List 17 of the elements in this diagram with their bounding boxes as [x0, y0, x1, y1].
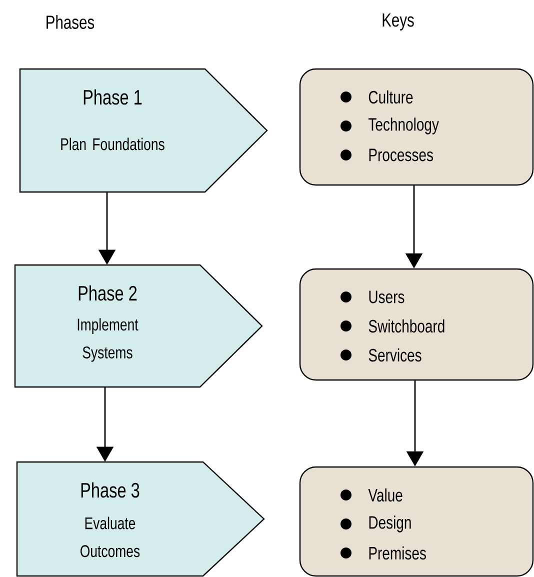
phase-description: Plan Foundations: [61, 138, 164, 150]
bullet-item: Value: [340, 488, 402, 502]
bullet-item: Technology: [340, 118, 439, 134]
phase-description: Implement Systems: [78, 318, 138, 362]
column-heading: Keys: [382, 14, 414, 30]
bullet-item: Processes: [340, 148, 433, 162]
bullet-item: Premises: [340, 546, 426, 560]
bullet-item: Switchboard: [340, 319, 444, 333]
phase-title: Phase 2: [78, 285, 137, 301]
phase-title: Phase 1: [84, 89, 142, 105]
phase-title: Phase 3: [81, 482, 140, 498]
bullet-item: Users: [340, 290, 404, 304]
bullet-item: Culture: [340, 90, 413, 104]
bullet-item: Services: [340, 348, 422, 362]
column-heading: Phases: [46, 15, 94, 29]
phase-description: Evaluate Outcomes: [80, 516, 140, 558]
bullet-item: Design: [340, 516, 411, 532]
